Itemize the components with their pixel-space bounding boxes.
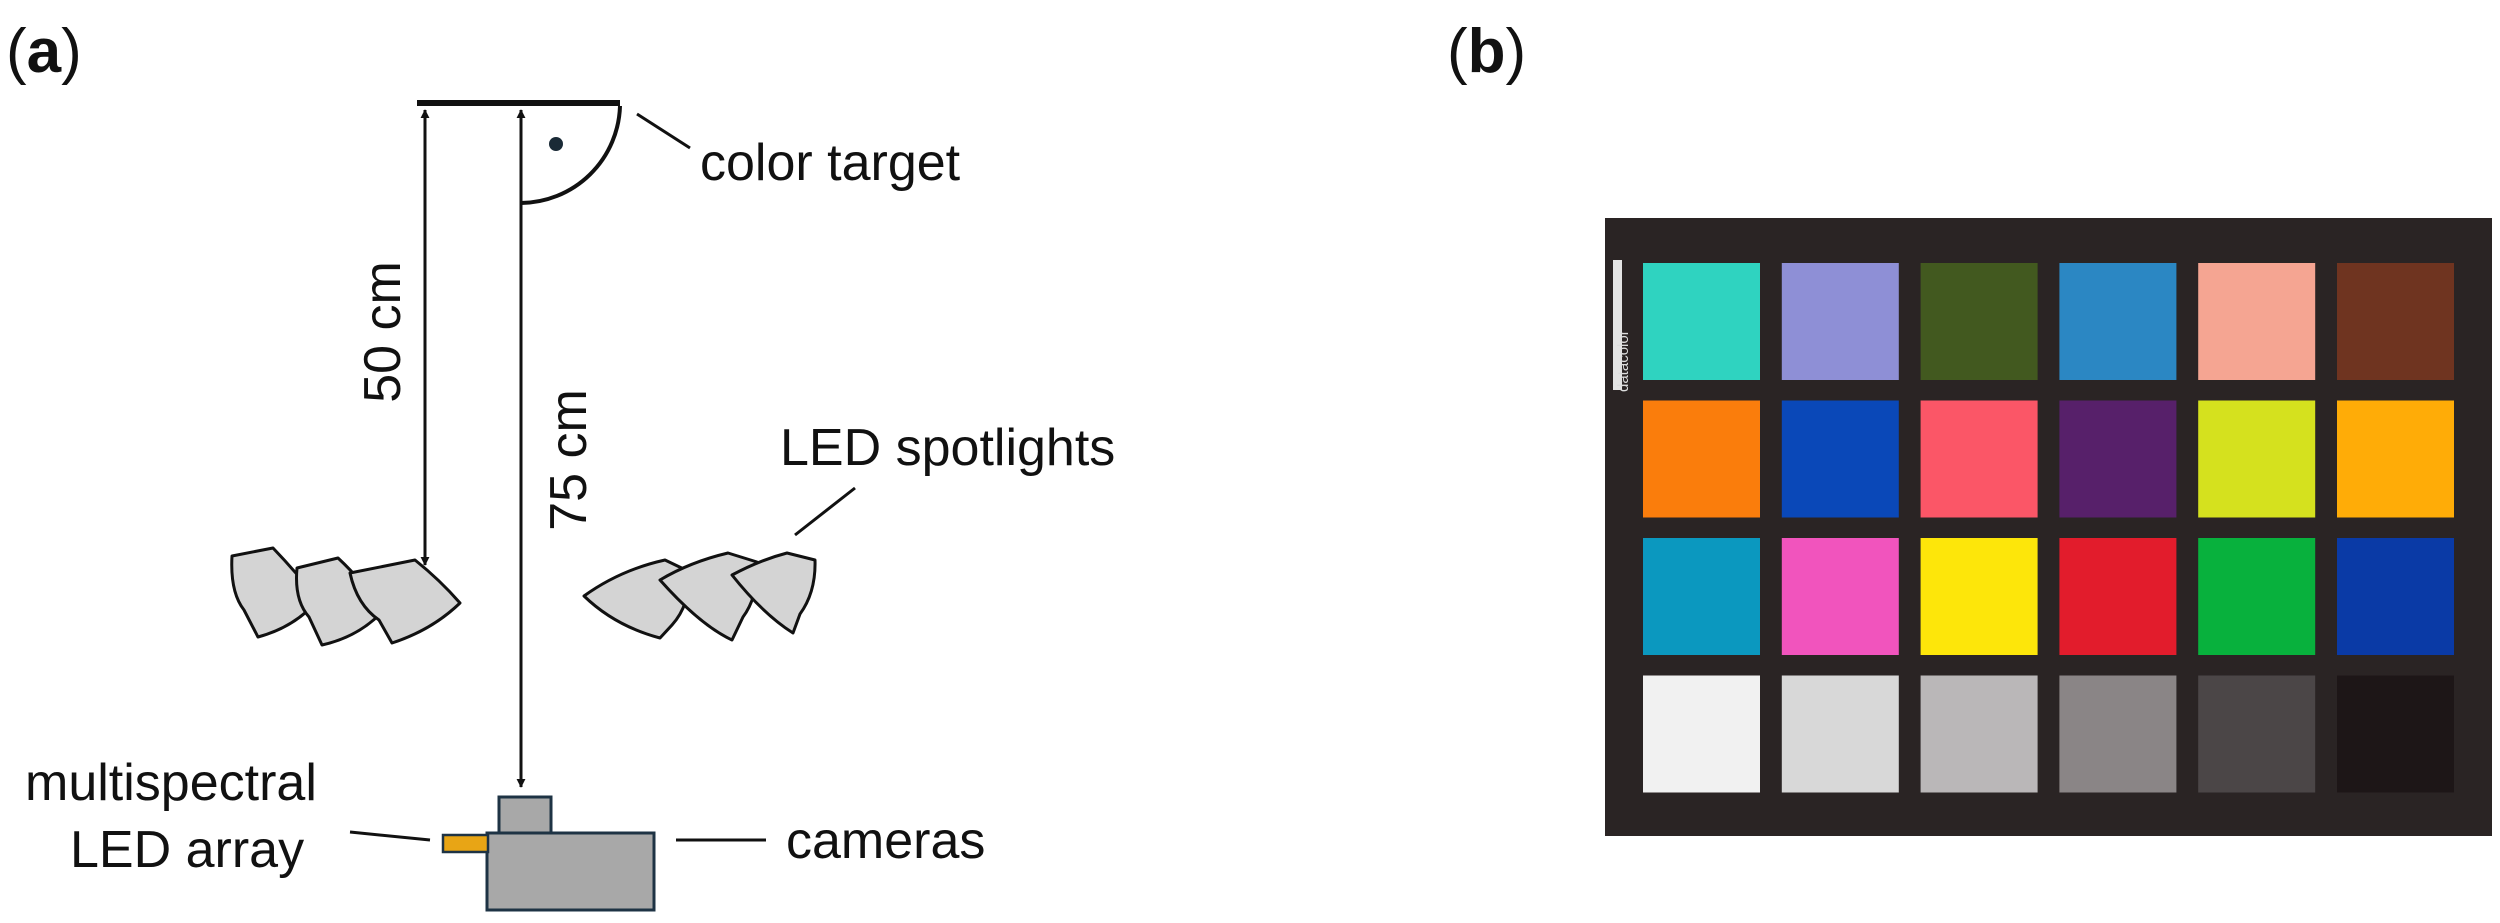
color-patch (1781, 675, 1899, 793)
distance-75cm-label: 75 cm (540, 389, 598, 531)
color-patch (1781, 400, 1899, 518)
color-patch (1781, 538, 1899, 655)
color-patch (1920, 263, 2038, 380)
color-patch (1920, 400, 2038, 518)
spotlight-icon (348, 558, 462, 645)
camera-top (497, 795, 553, 835)
spotlight-icon (230, 546, 320, 639)
color-patch (1920, 538, 2038, 655)
color-patch (2337, 538, 2454, 655)
color-patch (2059, 675, 2177, 793)
led-array-leader (349, 830, 431, 842)
spotlight-icon (730, 551, 817, 635)
color-patch (2198, 538, 2316, 655)
multispectral-label-line1: multispectral (25, 754, 317, 812)
board-brand-text: datacolor (1615, 330, 1632, 392)
panel-a-label: (a) (6, 17, 82, 86)
panel-a: (a) color target 50 cm 75 cm LED spotlig… (6, 17, 1115, 912)
led-spotlights-left (230, 546, 462, 647)
color-patch (1920, 675, 2038, 793)
color-patch (2198, 263, 2316, 380)
color-target-leader (636, 112, 691, 150)
color-patch (2198, 400, 2316, 518)
color-patch (2337, 263, 2454, 380)
camera-body-icon (485, 831, 656, 912)
color-patch (1781, 263, 1899, 380)
multispectral-label-line2: LED array (70, 821, 304, 879)
angle-arc (520, 105, 622, 205)
color-patch (1643, 675, 1760, 793)
color-patch (2059, 400, 2177, 518)
color-patch (1643, 263, 1760, 380)
color-patch (2198, 675, 2316, 793)
panel-b: (b) datacolor (1447, 17, 2492, 836)
led-spotlights-leader (794, 486, 856, 537)
color-patch (2337, 400, 2454, 518)
board-logo-strip (1613, 260, 1622, 390)
color-patch (1643, 538, 1760, 655)
color-patch-grid (1643, 263, 2454, 793)
color-target-label: color target (700, 134, 961, 192)
cameras-label: cameras (786, 812, 985, 870)
led-spotlights-right (582, 551, 817, 642)
distance-50cm-label: 50 cm (354, 261, 412, 403)
color-patch (2059, 263, 2177, 380)
color-patch (1643, 400, 1760, 518)
color-patch (2337, 675, 2454, 793)
panel-b-label: (b) (1447, 17, 1526, 86)
color-patch (2059, 538, 2177, 655)
angle-dot (549, 137, 563, 151)
led-spotlights-label: LED spotlights (780, 419, 1115, 477)
multispectral-led-array (441, 833, 490, 854)
